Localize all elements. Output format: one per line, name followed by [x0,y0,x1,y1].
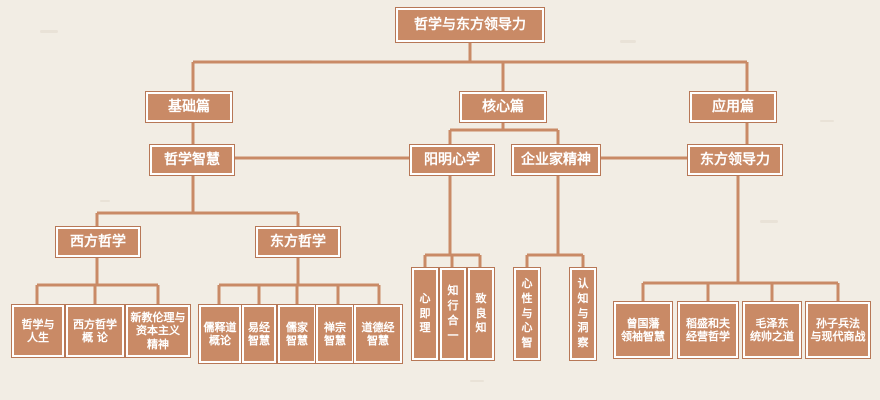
branch-western-philosophy: 西方哲学 [56,227,140,257]
leaf-protestant-ethic: 新教伦理与 资本主义 精神 [126,305,190,357]
leaf-zeng-guofan: 曾国藩 领袖智慧 [614,302,672,358]
leaf-confucian: 儒家 智慧 [278,305,316,363]
leaf-sunzi: 孙子兵法 与现代商战 [806,302,870,358]
branch-eastern-leadership: 东方领导力 [688,145,782,175]
branch-philosophy-wisdom: 哲学智慧 [150,145,234,175]
leaf-mind-is-principle: 心 即 理 [412,268,438,360]
leaf-mao: 毛泽东 统帅之道 [743,302,801,358]
leaf-extending-innate-knowledge: 致 良 知 [468,268,494,360]
leaf-cognition-insight: 认 知 与 洞 察 [570,268,596,360]
leaf-zen: 禅宗 智慧 [316,305,354,363]
leaf-inamori: 稻盛和夫 经营哲学 [678,302,738,358]
section-core: 核心篇 [460,92,546,122]
leaf-unity-knowledge-action: 知 行 合 一 [440,268,466,360]
leaf-yijing: 易经 智慧 [242,305,276,363]
leaf-daodejing: 道德经 智慧 [354,305,402,363]
branch-yangming: 阳明心学 [410,145,494,175]
branch-eastern-philosophy: 东方哲学 [256,227,340,257]
section-applied: 应用篇 [690,92,776,122]
branch-entrepreneur: 企业家精神 [512,145,600,175]
section-basic: 基础篇 [146,92,232,122]
leaf-western-intro: 西方哲学 概 论 [66,305,124,357]
root-node: 哲学与东方领导力 [396,8,544,42]
leaf-philosophy-life: 哲学与 人生 [12,305,64,357]
leaf-confucian-buddhist-taoist: 儒释道 概论 [199,305,241,363]
leaf-nature-and-mind: 心 性 与 心 智 [514,268,540,360]
